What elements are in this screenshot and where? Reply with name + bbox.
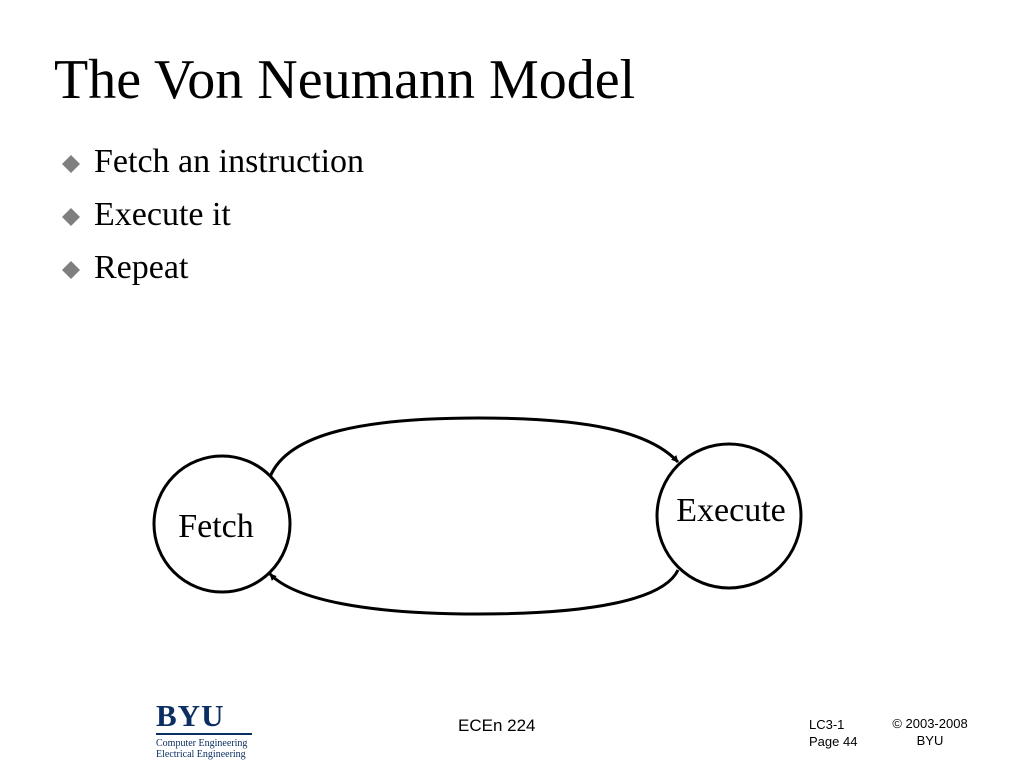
copyright-org: BYU xyxy=(916,733,944,748)
page-number: Page 44 xyxy=(809,734,858,749)
copyright-years: © 2003-2008 xyxy=(892,716,968,731)
diamond-bullet-icon xyxy=(62,155,80,173)
logo-line-computer-engineering: Computer Engineering xyxy=(156,738,248,749)
diamond-bullet-icon xyxy=(62,261,80,279)
fetch-to-execute-arrow xyxy=(268,416,680,478)
logo-line-electrical-engineering: Electrical Engineering xyxy=(156,749,246,760)
slide-title: The Von Neumann Model xyxy=(54,49,636,111)
execute-node-label: Execute xyxy=(676,492,786,529)
bullet-text: Execute it xyxy=(94,196,231,233)
bullet-text: Fetch an instruction xyxy=(94,143,365,180)
execute-node: Execute xyxy=(655,442,803,590)
fetch-node-label: Fetch xyxy=(178,508,254,545)
diamond-bullet-icon xyxy=(62,208,80,226)
course-label: ECEn 224 xyxy=(458,716,536,735)
execute-to-fetch-arrow xyxy=(268,569,680,616)
copyright: © 2003-2008 BYU xyxy=(880,715,980,749)
byu-logo: BYU Computer Engineering Electrical Engi… xyxy=(154,700,254,762)
logo-divider xyxy=(156,733,252,735)
execute-node-circle xyxy=(655,442,803,590)
slide-id: LC3-1 xyxy=(809,717,845,732)
fetch-node: Fetch xyxy=(152,454,292,594)
logo-wordmark: BYU xyxy=(156,698,225,733)
slide-reference: LC3-1 Page 44 xyxy=(809,716,857,750)
fetch-node-circle xyxy=(152,454,292,594)
bullet-text: Repeat xyxy=(94,249,189,286)
